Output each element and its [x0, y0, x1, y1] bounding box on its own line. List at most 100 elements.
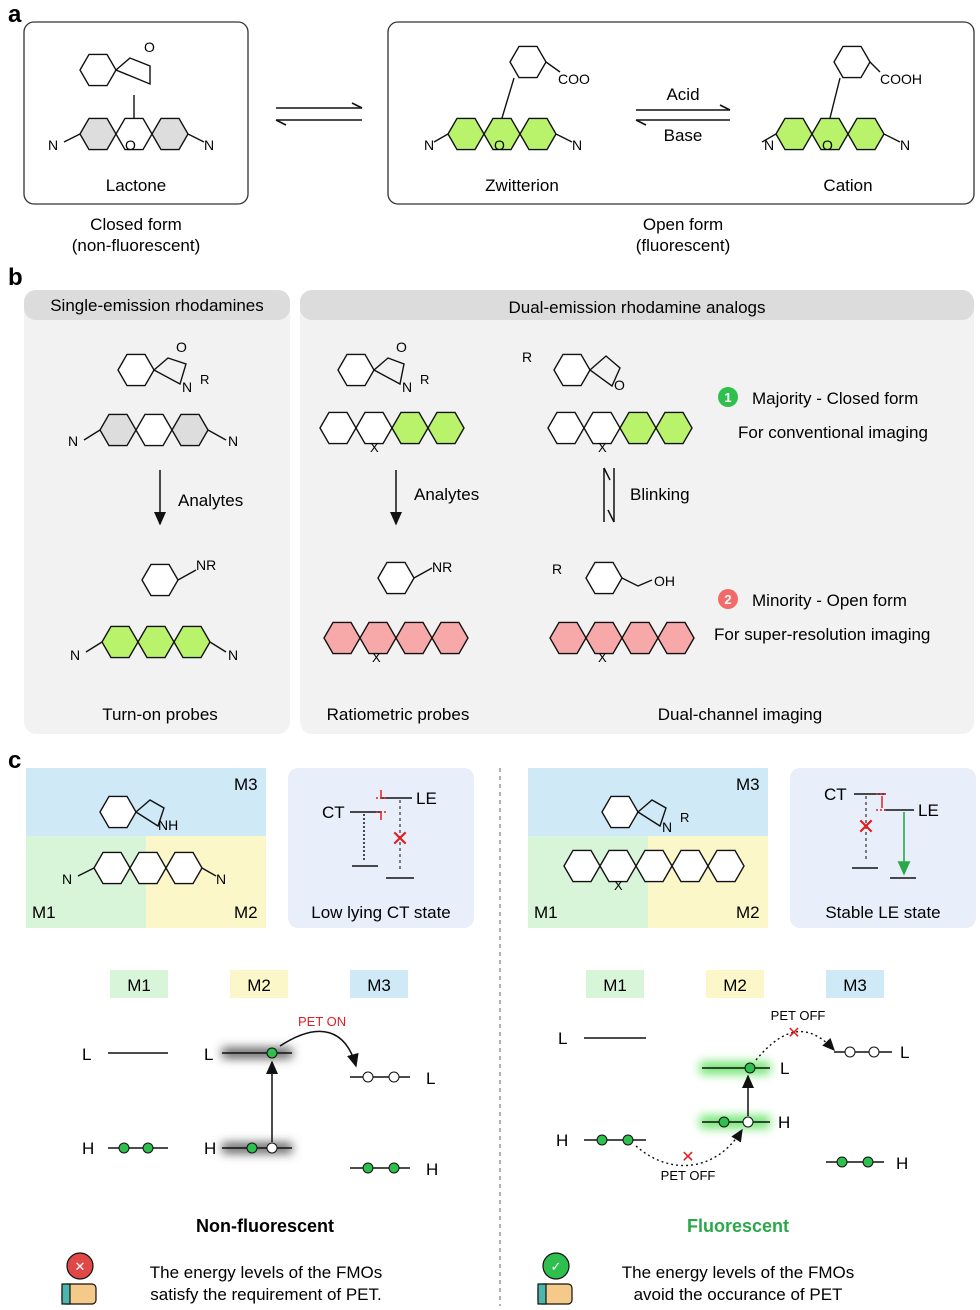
- single-emission-panel: [24, 290, 290, 734]
- panel-c-label: c: [8, 747, 21, 774]
- left-structure: [77, 795, 217, 885]
- badge-minority-text: 2: [724, 592, 731, 607]
- left-caption-line1: The energy levels of the FMOs: [150, 1263, 382, 1282]
- stable-le-label: Stable LE state: [825, 903, 940, 922]
- pet-off-bottom-label: PET OFF: [661, 1168, 716, 1183]
- right-m2-h-label: H: [778, 1113, 790, 1132]
- single-emission-header: Single-emission rhodamines: [50, 296, 264, 315]
- cation-label: Cation: [823, 176, 872, 195]
- blink-closed-o: O: [614, 377, 625, 393]
- ratiometric-open-structure: [323, 561, 469, 655]
- blinking-closed-structure: [547, 353, 693, 445]
- right-n: N: [662, 819, 672, 835]
- lactone-structure: [63, 53, 205, 151]
- left-ct-gap-marker: [376, 790, 386, 820]
- stable-le-box: [790, 768, 976, 928]
- lactone-n-left: N: [48, 137, 58, 153]
- right-structure: [563, 795, 745, 883]
- analytes-label-1: Analytes: [178, 491, 243, 510]
- low-lying-ct-label: Low lying CT state: [311, 903, 451, 922]
- zwitterion-o: O: [494, 137, 505, 153]
- cation-n-right: N: [900, 137, 910, 153]
- single-open-nr: NR: [196, 557, 216, 573]
- ratio-closed-n: N: [402, 379, 412, 395]
- right-x: X: [614, 878, 623, 893]
- right-m2-l-label: L: [780, 1059, 789, 1078]
- panel-b-label: b: [8, 264, 23, 291]
- ratiometric-probes-label: Ratiometric probes: [327, 705, 470, 724]
- right-mo-diagram: L H L H ✕ PET OFF L H ✕ PET OFF: [556, 1008, 909, 1183]
- right-m3-h-label: H: [896, 1154, 908, 1173]
- right-r: R: [680, 810, 689, 825]
- badge-majority: [718, 387, 738, 407]
- left-m3-region: [26, 768, 266, 836]
- closed-form-subtitle: (non-fluorescent): [72, 236, 201, 255]
- dual-emission-panel: [300, 290, 974, 734]
- zwitterion-n-left: N: [424, 137, 434, 153]
- right-block-x: ✕: [857, 814, 875, 839]
- zwitterion-label: Zwitterion: [485, 176, 559, 195]
- conventional-imaging-label: For conventional imaging: [738, 423, 928, 442]
- single-emission-header-bg: [24, 290, 290, 320]
- zwitterion-coo: COO: [558, 71, 590, 87]
- right-le-label: LE: [918, 801, 939, 820]
- right-m2-region: [648, 836, 768, 928]
- dual-emission-header: Dual-emission rhodamine analogs: [508, 298, 765, 317]
- ratio-closed-x: X: [370, 440, 379, 455]
- thumbs-down-icon: ✕: [61, 1252, 97, 1305]
- ratio-closed-r: R: [420, 372, 429, 387]
- single-closed-n-left: N: [68, 433, 78, 449]
- right-m1-tag: M1: [534, 903, 558, 922]
- right-m1-chip-label: M1: [603, 976, 627, 995]
- cation-structure: [761, 45, 901, 151]
- majority-label: Majority - Closed form: [752, 389, 918, 408]
- left-m1-chip: [110, 970, 168, 998]
- single-closed-n-right: N: [228, 433, 238, 449]
- cation-n-left: N: [764, 137, 774, 153]
- svg-text:✕: ✕: [787, 1025, 800, 1042]
- left-n-left: N: [62, 871, 72, 887]
- badge-majority-text: 1: [724, 390, 731, 405]
- left-m3-l-label: L: [426, 1069, 435, 1088]
- left-caption-line2: satisfy the requirement of PET.: [150, 1285, 382, 1304]
- zwitterion-n-right: N: [572, 137, 582, 153]
- single-open-n-right: N: [228, 647, 238, 663]
- non-fluorescent-label: Non-fluorescent: [196, 1216, 334, 1236]
- turn-on-probes-label: Turn-on probes: [102, 705, 218, 724]
- badge-minority: [718, 589, 738, 609]
- single-closed-structure: [83, 353, 227, 447]
- base-label: Base: [664, 126, 703, 145]
- blinking-open-structure: [549, 561, 695, 655]
- right-m3-chip: [826, 970, 884, 998]
- right-le-gap-marker: [876, 793, 888, 811]
- left-m2-tag: M2: [234, 903, 258, 922]
- left-m3-chip: [350, 970, 408, 998]
- blinking-label: Blinking: [630, 485, 690, 504]
- thumbs-up-icon: ✓: [537, 1252, 573, 1305]
- left-ct-label: CT: [322, 803, 345, 822]
- blink-open-r1: R: [552, 561, 562, 577]
- left-nh: NH: [158, 817, 178, 833]
- lactone-o: O: [125, 137, 136, 153]
- lactone-box: [23, 21, 249, 205]
- right-m3-tag: M3: [736, 775, 760, 794]
- left-le-label: LE: [416, 789, 437, 808]
- left-m3-chip-label: M3: [367, 976, 391, 995]
- single-closed-n: N: [182, 379, 192, 395]
- right-caption-line2: avoid the occurance of PET: [634, 1285, 843, 1304]
- lactone-label: Lactone: [106, 176, 167, 195]
- left-block-x: ✕: [391, 826, 409, 851]
- right-m1-chip: [586, 970, 644, 998]
- blinking-arrows: [603, 467, 615, 523]
- single-closed-o: O: [176, 339, 187, 355]
- left-m2-chip-label: M2: [247, 976, 271, 995]
- ratio-open-x: X: [372, 650, 381, 665]
- right-m2-chip-label: M2: [723, 976, 747, 995]
- left-m1-h-label: H: [82, 1139, 94, 1158]
- cation-o: O: [822, 137, 833, 153]
- right-caption-line1: The energy levels of the FMOs: [622, 1263, 854, 1282]
- right-m1-h-label: H: [556, 1131, 568, 1150]
- dual-emission-header-bg: [300, 290, 974, 320]
- ratiometric-closed-structure: [319, 353, 465, 445]
